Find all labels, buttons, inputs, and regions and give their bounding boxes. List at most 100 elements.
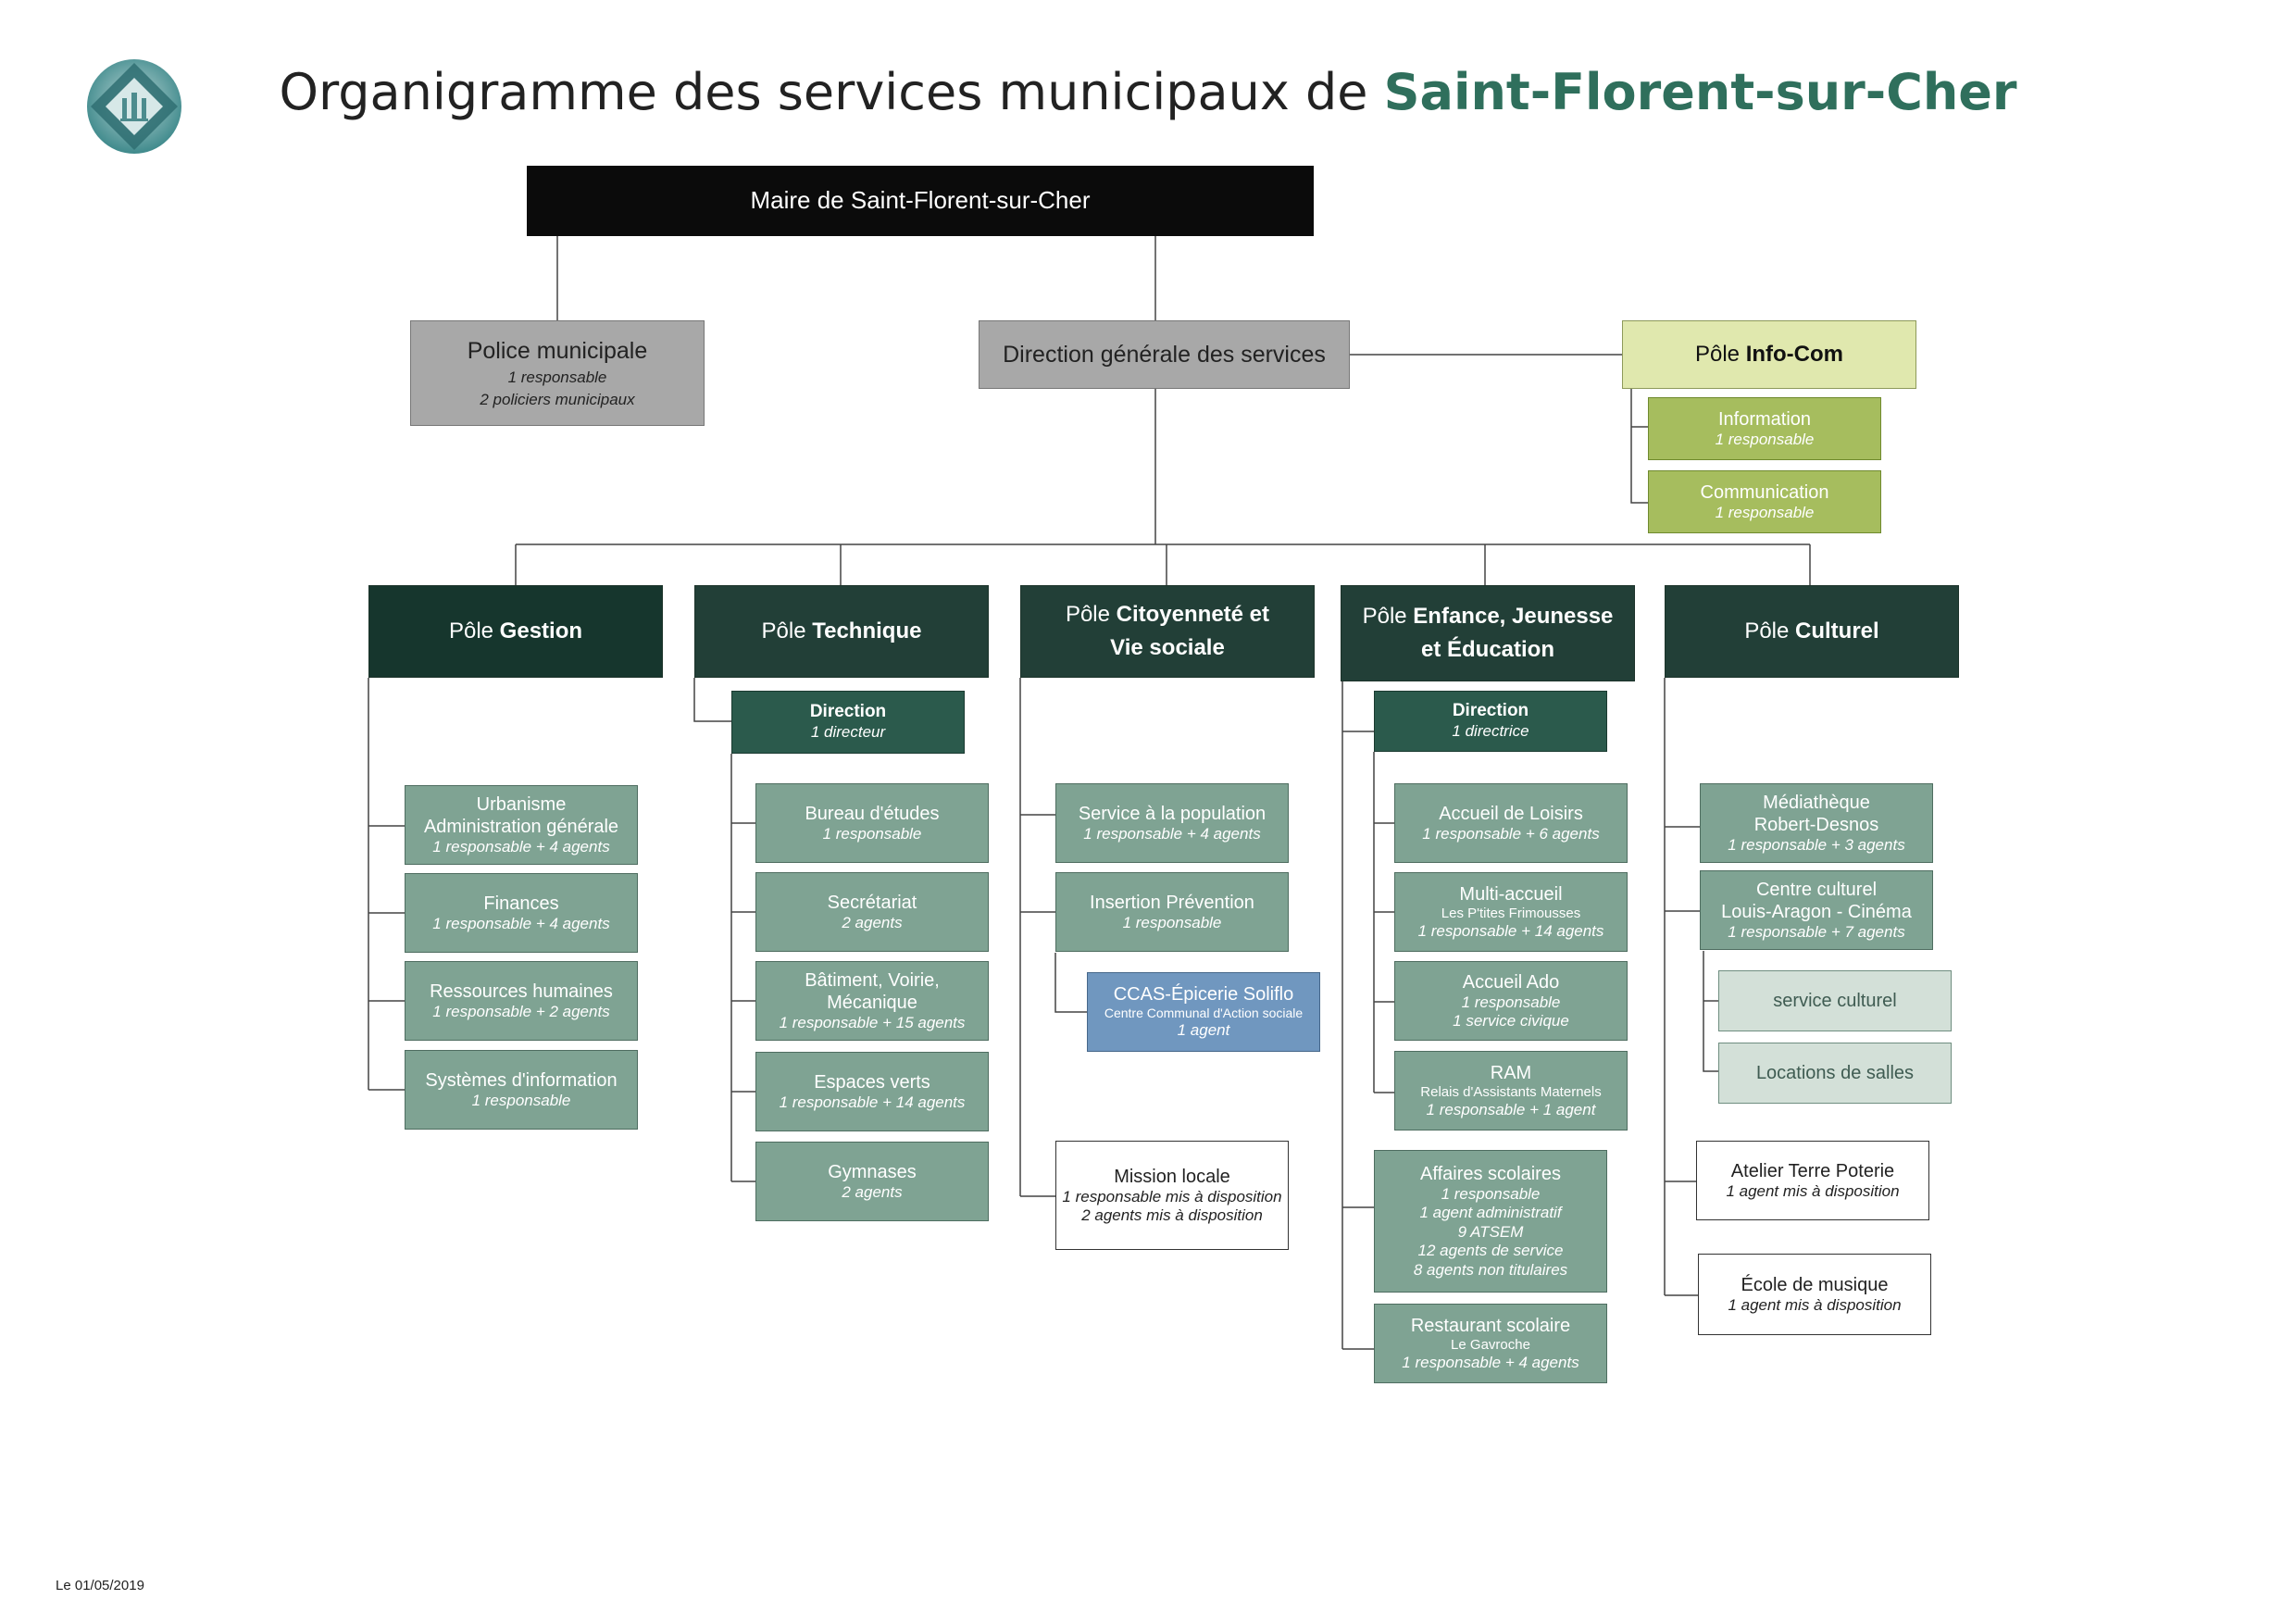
espaces-title: Espaces verts (814, 1071, 930, 1093)
gestion-rh: Ressources humaines 1 responsable + 2 ag… (405, 961, 638, 1041)
population-sub: 1 responsable + 4 agents (1083, 824, 1261, 843)
gestion-bold: Gestion (499, 618, 583, 643)
citoyennete-ccas: CCAS-Épicerie Soliflo Centre Communal d'… (1087, 972, 1320, 1052)
infocom-information: Information 1 responsable (1648, 397, 1881, 460)
affaires-sub3: 9 ATSEM (1457, 1222, 1524, 1241)
affaires-sub5: 8 agents non titulaires (1413, 1260, 1568, 1279)
centre-title: Centre culturel (1755, 879, 1878, 900)
gymnases-sub: 2 agents (842, 1182, 903, 1201)
footer-date: Le 01/05/2019 (56, 1578, 144, 1593)
enfance-ram: RAM Relais d'Assistants Maternels 1 resp… (1394, 1051, 1628, 1131)
loisirs-title: Accueil de Loisirs (1439, 803, 1583, 824)
technique-secretariat: Secrétariat 2 agents (755, 872, 989, 952)
restaurant-sub: 1 responsable + 4 agents (1402, 1353, 1579, 1371)
culturel-centre: Centre culturel Louis-Aragon - Cinéma 1 … (1700, 870, 1933, 950)
urbanisme-sub: 1 responsable + 4 agents (432, 837, 610, 856)
affaires-sub2: 1 agent administratif (1419, 1204, 1562, 1222)
urbanisme-title: Urbanisme (476, 793, 567, 815)
infocom-prefix: Pôle (1694, 341, 1746, 367)
technique-gymnases: Gymnases 2 agents (755, 1142, 989, 1221)
police-box: Police municipale 1 responsable 2 polici… (410, 320, 705, 426)
enfance-prefix: Pôle (1362, 604, 1414, 629)
enfance-affaires: Affaires scolaires 1 responsable 1 agent… (1374, 1150, 1607, 1293)
atelier-title: Atelier Terre Poterie (1730, 1160, 1895, 1181)
multi-subtitle: Les P'tites Frimousses (1441, 905, 1581, 921)
enfance-bold1: Enfance, Jeunesse (1413, 604, 1614, 629)
bureau-sub: 1 responsable (822, 824, 922, 843)
ccas-subtitle: Centre Communal d'Action sociale (1104, 1006, 1304, 1021)
centre-sub: 1 responsable + 7 agents (1728, 922, 1905, 941)
loisirs-sub: 1 responsable + 6 agents (1422, 824, 1600, 843)
ram-title: RAM (1490, 1062, 1532, 1083)
ado-sub2: 1 service civique (1453, 1012, 1569, 1030)
technique-prefix: Pôle (761, 618, 813, 643)
dgs-label: Direction générale des services (1003, 342, 1326, 368)
gestion-finances: Finances 1 responsable + 4 agents (405, 873, 638, 953)
technique-batiment: Bâtiment, Voirie, Mécanique 1 responsabl… (755, 961, 989, 1041)
technique-bold: Technique (812, 618, 922, 643)
citoyennete-bold2: Vie sociale (1110, 635, 1225, 660)
citoyennete-bold1: Citoyenneté (1116, 602, 1244, 627)
espaces-sub: 1 responsable + 14 agents (779, 1093, 966, 1111)
finances-title: Finances (483, 893, 559, 914)
culturel-prefix: Pôle (1744, 618, 1796, 643)
enfance-direction-sub: 1 directrice (1452, 722, 1529, 741)
information-title: Information (1717, 408, 1812, 430)
enfance-bold2: et Éducation (1420, 637, 1554, 662)
mediatheque-title: Médiathèque (1763, 792, 1870, 813)
pole-enfance: Pôle Enfance, Jeunesse et Éducation (1341, 585, 1635, 681)
citoyennete-population: Service à la population 1 responsable + … (1055, 783, 1289, 863)
technique-bureau: Bureau d'études 1 responsable (755, 783, 989, 863)
pole-culturel: Pôle Culturel (1665, 585, 1959, 678)
technique-espaces: Espaces verts 1 responsable + 14 agents (755, 1052, 989, 1131)
technique-direction-sub: 1 directeur (810, 723, 886, 742)
maire-label: Maire de Saint-Florent-sur-Cher (750, 186, 1091, 215)
finances-sub: 1 responsable + 4 agents (432, 914, 610, 932)
police-title: Police municipale (467, 337, 648, 364)
culturel-bold: Culturel (1795, 618, 1879, 643)
secretariat-title: Secrétariat (827, 892, 917, 913)
ccas-title: CCAS-Épicerie Soliflo (1113, 984, 1294, 1006)
rh-title: Ressources humaines (430, 981, 613, 1002)
atelier-sub: 1 agent mis à disposition (1726, 1181, 1900, 1200)
culturel-locations: Locations de salles (1718, 1043, 1952, 1104)
affaires-sub4: 12 agents de service (1417, 1242, 1564, 1260)
bureau-title: Bureau d'études (805, 803, 940, 824)
batiment-sub: 1 responsable + 15 agents (779, 1013, 966, 1031)
infocom-communication: Communication 1 responsable (1648, 470, 1881, 533)
enfance-multiaccueil: Multi-accueil Les P'tites Frimousses 1 r… (1394, 872, 1628, 952)
restaurant-subtitle: Le Gavroche (1451, 1336, 1530, 1353)
ecole-title: École de musique (1741, 1274, 1889, 1295)
police-line1: 1 responsable (507, 368, 607, 386)
culturel-ecole: École de musique 1 agent mis à dispositi… (1698, 1254, 1931, 1335)
mediatheque-sub: 1 responsable + 3 agents (1728, 835, 1905, 854)
restaurant-title: Restaurant scolaire (1410, 1315, 1571, 1336)
ado-title: Accueil Ado (1462, 971, 1560, 993)
rh-sub: 1 responsable + 2 agents (432, 1002, 610, 1020)
urbanisme-title2: Administration générale (423, 816, 619, 837)
gestion-si: Systèmes d'information 1 responsable (405, 1050, 638, 1130)
maire-box: Maire de Saint-Florent-sur-Cher (527, 166, 1314, 236)
communication-title: Communication (1700, 481, 1829, 503)
si-sub: 1 responsable (471, 1091, 571, 1109)
ram-subtitle: Relais d'Assistants Maternels (1420, 1083, 1602, 1100)
citoyennete-prefix: Pôle (1065, 602, 1117, 627)
page-title: Organigramme des services municipaux de … (0, 63, 2296, 121)
pole-citoyennete: Pôle Citoyenneté et Vie sociale (1020, 585, 1315, 678)
citoyennete-mid: et (1243, 602, 1270, 627)
mediatheque-title2: Robert-Desnos (1753, 814, 1879, 835)
mission-title: Mission locale (1114, 1166, 1230, 1187)
culturel-service: service culturel (1718, 970, 1952, 1031)
citoyennete-mission: Mission locale 1 responsable mis à dispo… (1055, 1141, 1289, 1250)
gestion-prefix: Pôle (448, 618, 500, 643)
mission-sub1: 1 responsable mis à disposition (1062, 1187, 1282, 1206)
pole-technique: Pôle Technique (694, 585, 989, 678)
population-title: Service à la population (1078, 803, 1267, 824)
ccas-sub: 1 agent (1177, 1021, 1230, 1040)
title-prefix: Organigramme des services municipaux de (279, 63, 1384, 121)
multi-sub: 1 responsable + 14 agents (1417, 921, 1604, 940)
infocom-bold: Info-Com (1745, 341, 1843, 367)
information-sub: 1 responsable (1715, 430, 1815, 448)
batiment-title2: Mécanique (827, 992, 917, 1013)
gestion-urbanisme: Urbanisme Administration générale 1 resp… (405, 785, 638, 865)
